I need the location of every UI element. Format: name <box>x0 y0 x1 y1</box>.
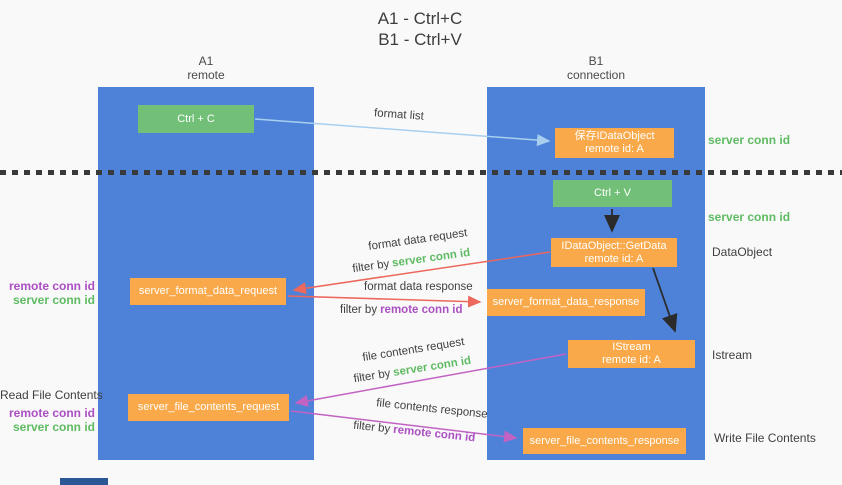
node-ctrl-c: Ctrl + C <box>138 105 254 133</box>
label-format-data-response: format data response <box>364 281 473 293</box>
node-getdata-line1: IDataObject::GetData <box>561 239 667 252</box>
node-save-idataobject: 保存IDataObject remote id: A <box>555 128 674 158</box>
lane-b1-subtitle: connection <box>566 68 626 82</box>
title-line-2: B1 - Ctrl+V <box>378 30 462 49</box>
node-save-line1: 保存IDataObject <box>574 130 655 142</box>
lane-a1-name: A1 <box>198 54 214 68</box>
bottom-edge-artifact <box>60 478 108 485</box>
node-server-file-contents-request: server_file_contents_request <box>128 394 289 421</box>
label-format-list: format list <box>373 107 425 123</box>
node-file-request-label: server_file_contents_request <box>137 401 280 413</box>
node-ctrl-c-label: Ctrl + C <box>177 112 215 125</box>
annotation-istream: Istream <box>712 348 753 362</box>
filter-key-server-conn-id: server conn id <box>392 354 472 379</box>
annotation-server-conn-id-left-2: server conn id <box>12 420 95 434</box>
node-istream: IStream remote id: A <box>568 340 695 368</box>
node-format-request-label: server_format_data_request <box>138 285 278 297</box>
node-ctrl-v: Ctrl + V <box>553 180 672 207</box>
annotation-read-file-contents: Read File Contents <box>0 388 103 402</box>
filter-prefix: filter by <box>352 367 392 386</box>
node-istream-line1: IStream <box>612 341 651 353</box>
filter-prefix: filter by <box>340 304 378 316</box>
label-file-contents-response: file contents response <box>375 397 489 421</box>
node-server-file-contents-response: server_file_contents_response <box>523 428 686 454</box>
annotation-dataobject: DataObject <box>712 245 773 259</box>
annotation-left-conn-ids-2: remote conn id server conn id <box>0 406 95 434</box>
node-getdata-line2: remote id: A <box>584 252 644 265</box>
node-server-format-data-request: server_format_data_request <box>130 278 286 305</box>
node-server-format-data-response: server_format_data_response <box>487 289 645 316</box>
lane-b1-name: B1 <box>588 54 604 68</box>
filter-key-remote-conn-id: remote conn id <box>380 304 463 316</box>
arrow-format-data-response <box>287 295 482 308</box>
filter-prefix: filter by <box>352 419 391 436</box>
annotation-server-conn-id-1: server conn id <box>708 133 791 147</box>
lane-header-b1: B1 connection <box>487 54 705 82</box>
lane-a1-subtitle: remote <box>187 68 225 82</box>
annotation-remote-conn-id-2: remote conn id <box>8 406 95 420</box>
annotation-left-conn-ids-1: remote conn id server conn id <box>0 279 95 307</box>
title-line-1: A1 - Ctrl+C <box>377 9 463 28</box>
node-idataobject-getdata: IDataObject::GetData remote id: A <box>551 238 677 267</box>
annotation-server-conn-id-2: server conn id <box>708 210 791 224</box>
filter-prefix: filter by <box>351 258 391 276</box>
diagram-title: A1 - Ctrl+C B1 - Ctrl+V <box>300 8 540 50</box>
node-istream-line2: remote id: A <box>602 354 661 366</box>
filter-key-server-conn-id: server conn id <box>391 246 471 270</box>
lane-header-a1: A1 remote <box>98 54 314 82</box>
annotation-remote-conn-id-1: remote conn id <box>8 279 95 293</box>
node-save-line2: remote id: A <box>585 143 644 155</box>
filter-key-remote-conn-id: remote conn id <box>392 423 476 445</box>
dotted-divider <box>0 170 842 175</box>
node-format-response-label: server_format_data_response <box>492 296 640 308</box>
annotation-write-file-contents: Write File Contents <box>714 431 816 445</box>
annotation-server-conn-id-left-1: server conn id <box>12 293 95 307</box>
node-file-response-label: server_file_contents_response <box>529 434 680 447</box>
node-ctrl-v-label: Ctrl + V <box>594 187 631 199</box>
